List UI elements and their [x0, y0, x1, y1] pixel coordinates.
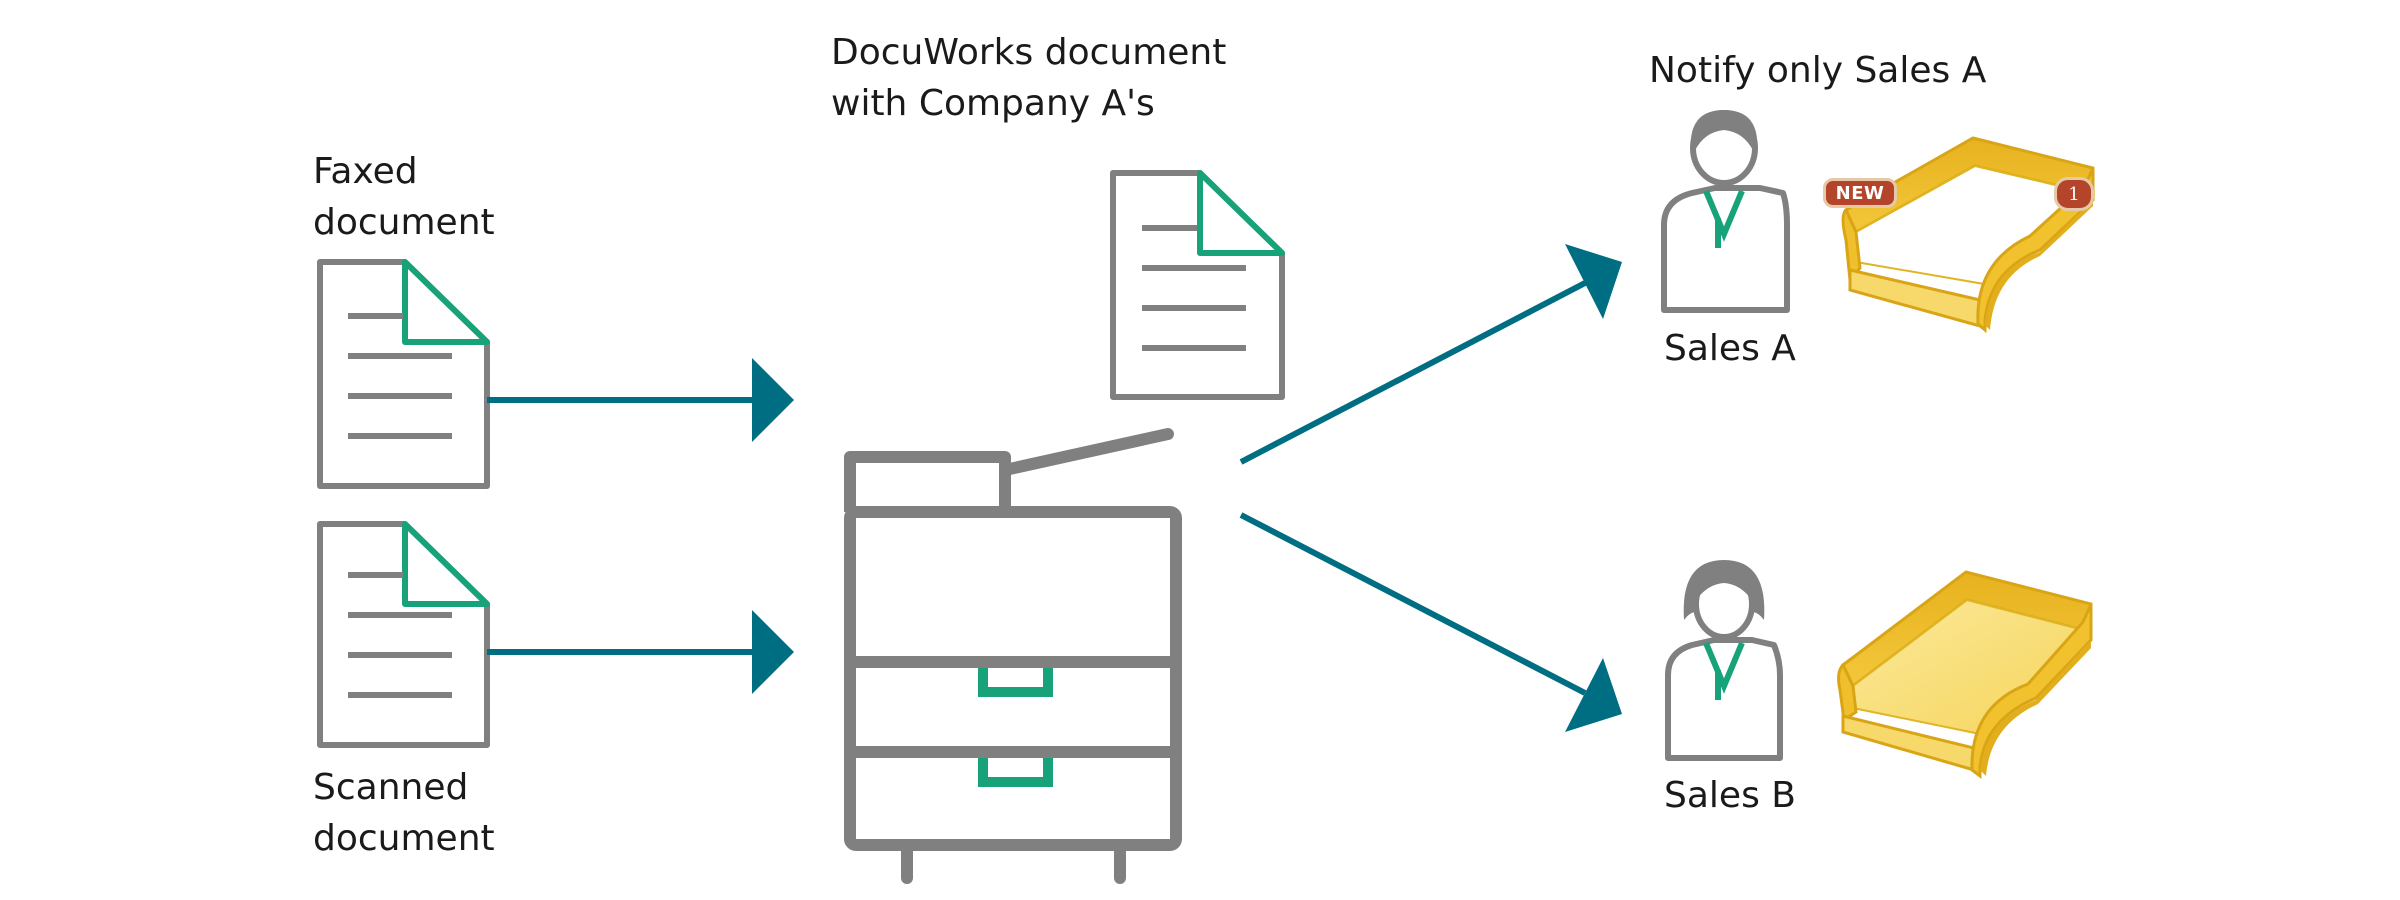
sales-a-label: Sales A	[1664, 323, 1796, 374]
notify-label: Notify only Sales A	[1649, 45, 1986, 96]
scanned-document-icon	[317, 521, 490, 748]
docuworks-document-label: DocuWorks document with Company A's	[831, 27, 1226, 129]
arrow-mfp-to-sales-b	[1239, 512, 1622, 732]
scanned-label-line2: document	[313, 818, 495, 859]
faxed-document-icon	[317, 259, 490, 489]
arrow-mfp-to-sales-a	[1239, 244, 1622, 465]
female-user-icon	[1665, 560, 1783, 761]
docuworks-document-icon	[1110, 170, 1285, 400]
arrow-scan-to-mfp	[487, 610, 794, 694]
sales-b-inbox-tray-icon	[1837, 570, 2093, 779]
sales-a-label-text: Sales A	[1664, 328, 1796, 369]
arrow-fax-to-mfp	[487, 358, 794, 442]
faxed-document-label: Faxed document	[313, 146, 495, 248]
count-badge: 1	[2054, 177, 2094, 211]
sales-b-label: Sales B	[1664, 770, 1796, 821]
sales-b-label-text: Sales B	[1664, 775, 1796, 816]
scanned-label-line1: Scanned	[313, 767, 469, 808]
docuworks-label-line1: DocuWorks document	[831, 32, 1227, 73]
scanned-document-label: Scanned document	[313, 762, 495, 864]
sales-a-inbox-tray-icon	[1841, 136, 2096, 334]
multifunction-printer-icon	[844, 428, 1182, 884]
notify-label-text: Notify only Sales A	[1649, 50, 1987, 91]
faxed-label-line2: document	[313, 202, 495, 243]
faxed-label-line1: Faxed	[313, 151, 418, 192]
docuworks-label-line2: with Company A's	[831, 83, 1155, 124]
new-badge: NEW	[1823, 178, 1897, 208]
new-badge-text: NEW	[1835, 182, 1885, 204]
male-user-icon	[1661, 109, 1790, 313]
count-badge-text: 1	[2068, 183, 2080, 205]
